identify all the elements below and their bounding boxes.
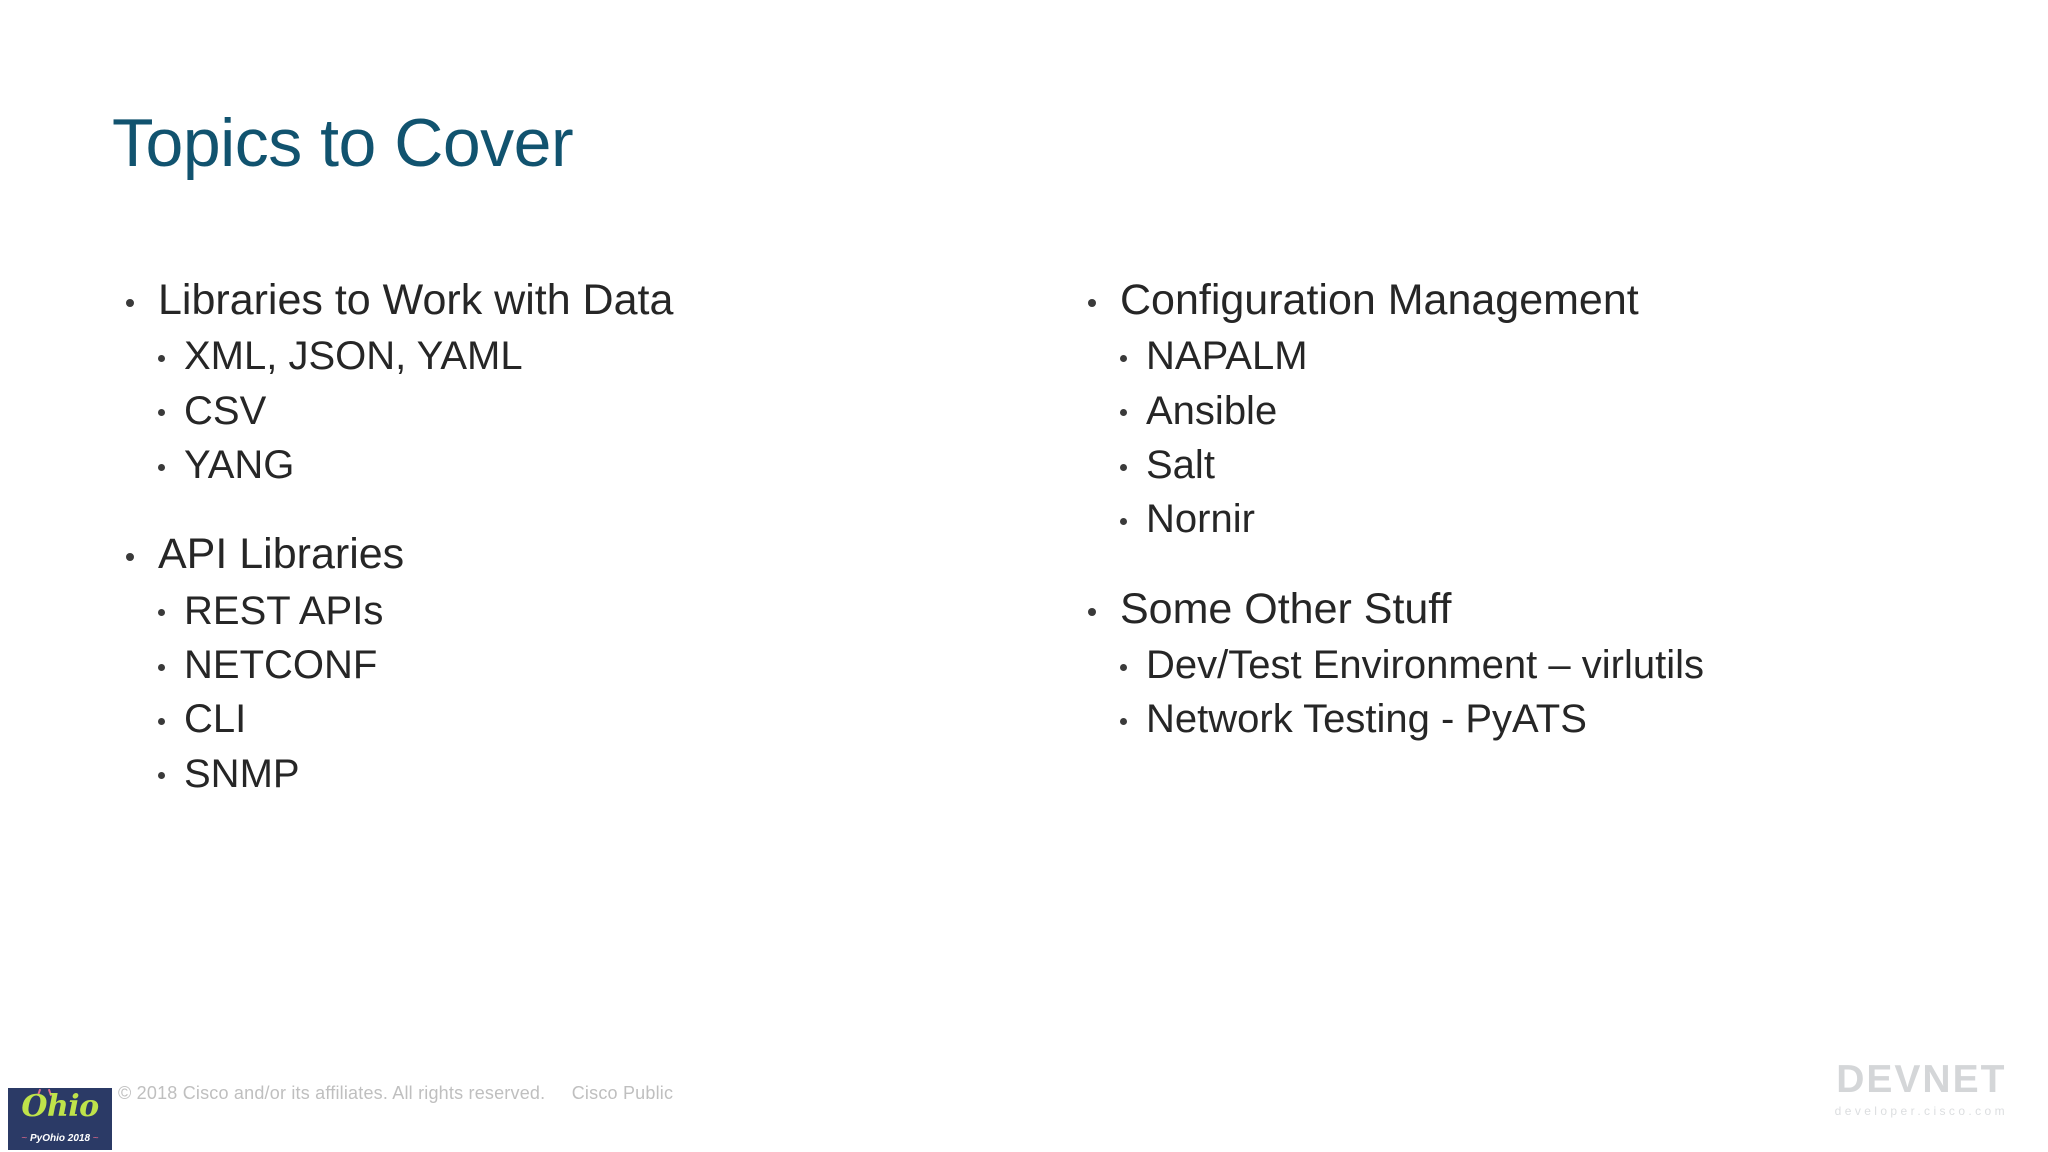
list-item-label: SNMP xyxy=(184,751,300,796)
devnet-url-label: developer.cisco.com xyxy=(1834,1104,2008,1118)
bullet-icon xyxy=(1120,517,1127,525)
bullet-icon xyxy=(1120,663,1127,671)
list-item: NAPALM xyxy=(1080,329,1980,383)
bullet-icon xyxy=(158,772,165,780)
devnet-logo: DEVNET developer.cisco.com xyxy=(1835,1060,2008,1117)
list-item: YANG xyxy=(118,438,948,492)
topic-heading-label: Configuration Management xyxy=(1120,276,1639,324)
list-item: Network Testing - PyATS xyxy=(1080,692,1980,746)
left-dash-icon: ~ xyxy=(21,1133,28,1144)
bullet-icon xyxy=(158,409,165,417)
list-item-label: CLI xyxy=(184,697,247,742)
level2-list: NAPALM Ansible Salt Nornir xyxy=(1080,329,1980,547)
bullet-icon xyxy=(158,663,165,671)
right-column: Configuration Management NAPALM Ansible … xyxy=(1080,272,1980,747)
list-item-label: NETCONF xyxy=(184,642,378,687)
bullet-icon xyxy=(158,463,165,471)
list-item-label: YANG xyxy=(184,442,295,487)
topic-group-api-libraries: API Libraries REST APIs NETCONF CLI xyxy=(118,526,948,801)
level2-list: XML, JSON, YAML CSV YANG xyxy=(118,329,948,492)
list-item: CLI xyxy=(118,692,948,746)
level2-list: Dev/Test Environment – virlutils Network… xyxy=(1080,638,1980,747)
topic-group-some-other-stuff: Some Other Stuff Dev/Test Environment – … xyxy=(1080,581,1980,747)
bullet-icon xyxy=(158,354,165,362)
list-item-label: REST APIs xyxy=(184,588,384,633)
list-item: REST APIs xyxy=(118,584,948,638)
topic-heading: Configuration Management xyxy=(1080,272,1980,329)
topic-heading: API Libraries xyxy=(118,526,948,583)
list-item-label: XML, JSON, YAML xyxy=(184,334,523,379)
bullet-icon xyxy=(1088,299,1096,308)
list-item: XML, JSON, YAML xyxy=(118,329,948,383)
bullet-icon xyxy=(126,299,134,308)
right-dash-icon: ~ xyxy=(92,1133,99,1144)
list-item: Salt xyxy=(1080,438,1980,492)
bullet-icon xyxy=(158,609,165,617)
content-columns: Libraries to Work with Data XML, JSON, Y… xyxy=(0,272,2048,972)
level1-list: Configuration Management xyxy=(1080,272,1980,329)
level1-list: API Libraries xyxy=(118,526,948,583)
topic-heading-label: Libraries to Work with Data xyxy=(158,276,674,324)
list-item-label: Ansible xyxy=(1146,388,1278,433)
list-item: NETCONF xyxy=(118,638,948,692)
bullet-icon xyxy=(1088,607,1096,616)
footer-copyright: © 2018 Cisco and/or its affiliates. All … xyxy=(118,1083,673,1104)
list-item-label: CSV xyxy=(184,388,267,433)
bullet-icon xyxy=(158,717,165,725)
topic-heading-label: API Libraries xyxy=(158,530,405,579)
level2-list: REST APIs NETCONF CLI SNMP xyxy=(118,584,948,802)
topic-heading: Some Other Stuff xyxy=(1080,581,1980,638)
list-item: SNMP xyxy=(118,747,948,801)
left-column: Libraries to Work with Data XML, JSON, Y… xyxy=(118,272,948,801)
list-item: Nornir xyxy=(1080,492,1980,546)
topic-group-configuration-management: Configuration Management NAPALM Ansible … xyxy=(1080,272,1980,547)
bullet-icon xyxy=(1120,354,1127,362)
bullet-icon xyxy=(1120,409,1127,417)
list-item-label: Dev/Test Environment – virlutils xyxy=(1146,642,1704,687)
list-item: Ansible xyxy=(1080,384,1980,438)
topic-heading-label: Some Other Stuff xyxy=(1120,584,1452,633)
topic-heading: Libraries to Work with Data xyxy=(118,272,948,329)
pyohio-logo: Ohio ~ PyOhio 2018 ~ xyxy=(8,1088,112,1150)
list-item-label: Salt xyxy=(1146,442,1215,487)
list-item-label: Network Testing - PyATS xyxy=(1146,697,1587,742)
bullet-icon xyxy=(126,553,134,562)
list-item-label: Nornir xyxy=(1146,497,1255,542)
level1-list: Libraries to Work with Data xyxy=(118,272,948,329)
devnet-wordmark: DEVNET xyxy=(1836,1058,2007,1101)
topic-group-libraries-to-work-with-data: Libraries to Work with Data XML, JSON, Y… xyxy=(118,272,948,492)
pyohio-caption: ~ PyOhio 2018 ~ xyxy=(8,1134,112,1144)
pyohio-caption-label: PyOhio 2018 xyxy=(29,1133,91,1144)
pyohio-script-label: Ohio xyxy=(21,1089,99,1124)
level1-list: Some Other Stuff xyxy=(1080,581,1980,638)
list-item: CSV xyxy=(118,384,948,438)
list-item-label: NAPALM xyxy=(1146,334,1308,379)
bullet-icon xyxy=(1120,463,1127,471)
page-title: Topics to Cover xyxy=(112,105,574,181)
list-item: Dev/Test Environment – virlutils xyxy=(1080,638,1980,692)
bullet-icon xyxy=(1120,717,1127,725)
copyright-text: © 2018 Cisco and/or its affiliates. All … xyxy=(118,1083,546,1103)
classification-label: Cisco Public xyxy=(571,1083,674,1103)
